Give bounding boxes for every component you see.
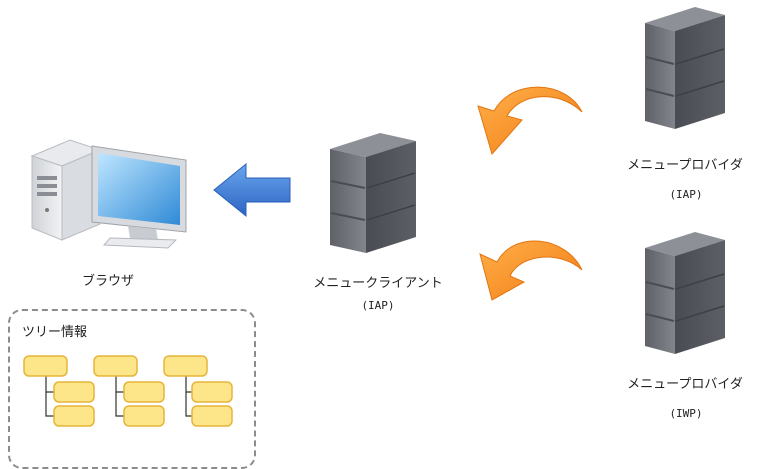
arrow-left-icon <box>213 162 291 218</box>
diagram-canvas <box>23 7 725 427</box>
server-icon <box>330 133 416 253</box>
tree-diagram <box>23 355 233 427</box>
provider-iap-sub: (IAP) <box>669 188 703 201</box>
computer-icon <box>30 139 187 249</box>
browser-label: ブラウザ <box>81 274 134 289</box>
menu-client-label: メニュークライアント <box>313 276 443 291</box>
provider-iap-label: メニュープロバイダ <box>627 158 743 173</box>
curved-arrow-icon <box>479 240 583 301</box>
provider-iwp-label: メニュープロバイダ <box>627 377 743 392</box>
menu-client-sub: (IAP) <box>361 299 395 312</box>
tree-info-title: ツリー情報 <box>22 325 88 340</box>
server-icon <box>645 7 725 129</box>
curved-arrow-icon <box>477 86 583 156</box>
server-icon <box>645 232 725 354</box>
provider-iwp-sub: (IWP) <box>669 407 703 420</box>
